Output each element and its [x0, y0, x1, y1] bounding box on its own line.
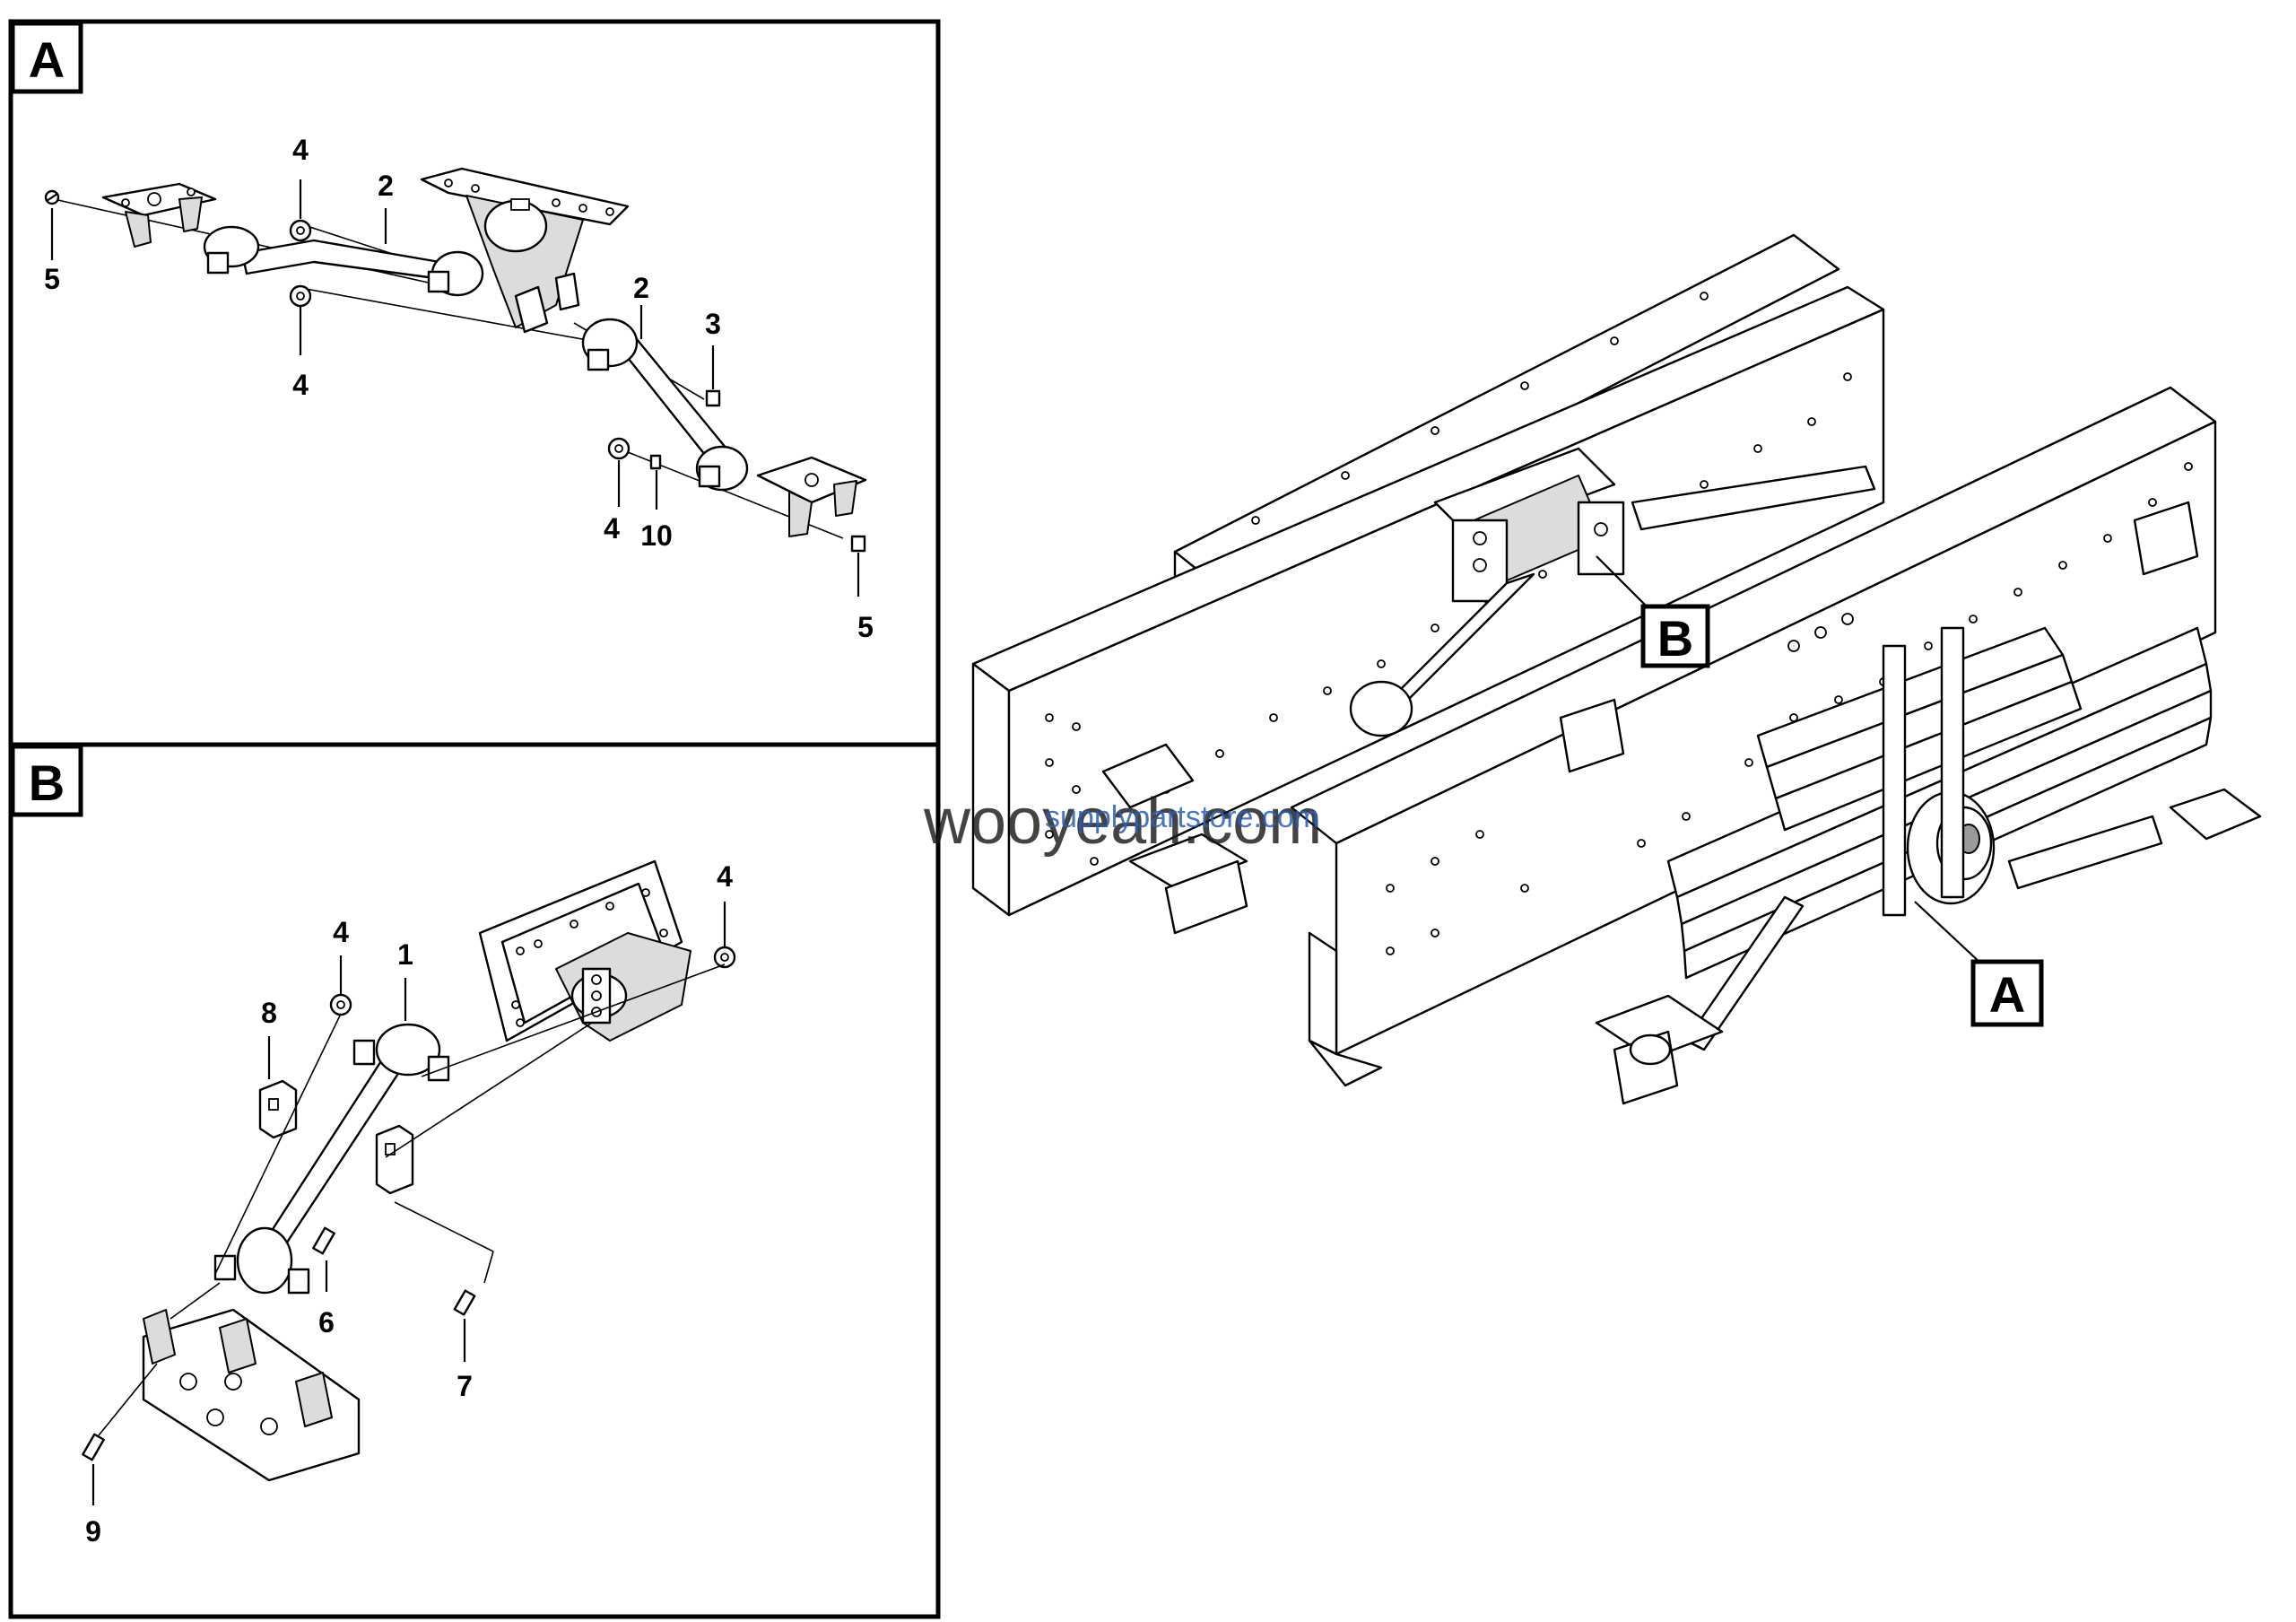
bracket-right [756, 456, 867, 537]
callout-b-4: 8 [261, 997, 277, 1029]
watermark: wooyeah.com supplypartstore.com [923, 786, 1322, 858]
view-callout-a: A [1914, 901, 2044, 1027]
axis-line [214, 1013, 342, 1275]
panel-b-frame [8, 742, 941, 1619]
clamp-8 [258, 1079, 298, 1139]
view-callout-a-box [1970, 959, 2044, 1027]
axle-hub [1882, 626, 1996, 917]
clamp-lower [375, 1124, 414, 1195]
panel-b-label-box [10, 744, 83, 817]
panel-a-label: A [29, 31, 65, 88]
bolt-b-6 [312, 1226, 335, 1255]
mounting-plate [478, 859, 691, 1042]
main-assembly-view: B A [971, 233, 2262, 1105]
view-callout-b-label: B [1657, 610, 1693, 667]
watermark-sub: supplypartstore.com [1045, 800, 1319, 834]
torque-rod-lower [581, 318, 749, 492]
callout-b-7: 9 [85, 1515, 101, 1548]
frame-rail-upper [971, 233, 1885, 917]
nut-b-left [329, 993, 352, 1016]
nut-a-low [607, 437, 631, 460]
callout-b-3: 1 [397, 938, 413, 971]
view-callout-b: B [1596, 555, 1710, 668]
leader-line [1596, 555, 1651, 611]
torque-rod-b [213, 1023, 450, 1295]
nut-a-top [289, 219, 312, 242]
callout-a-4: 4 [292, 369, 309, 401]
torque-rod-upper [203, 225, 484, 297]
callout-a-6: 3 [705, 308, 721, 340]
bolt-a-right [850, 535, 866, 553]
view-callout-a-label: A [1989, 966, 2025, 1023]
nut-a-mid [289, 284, 312, 308]
nut-b-right [713, 946, 736, 969]
panel-b: B [8, 742, 941, 1619]
callout-a-1: 4 [292, 134, 309, 166]
callout-a-8: 10 [640, 519, 673, 552]
bracket-left-main [1101, 501, 2199, 935]
panel-b-label: B [29, 754, 65, 811]
callout-a-5: 2 [633, 272, 649, 304]
callout-b-5: 6 [318, 1306, 335, 1339]
bolt-b-7 [453, 1289, 476, 1316]
panel-a: A [8, 19, 941, 747]
axis-line [98, 1363, 158, 1436]
panel-a-label-box [10, 21, 83, 94]
callout-a-2: 2 [378, 170, 394, 202]
callout-b-1: 4 [333, 916, 349, 948]
callout-a-9: 5 [857, 611, 874, 643]
axis-line [385, 1022, 593, 1158]
torque-rod-main [1595, 788, 2262, 1105]
cross-member-b [1349, 447, 1876, 737]
callout-a-7: 4 [604, 512, 620, 545]
callout-a-3: 5 [44, 263, 60, 295]
panel-a-frame [8, 19, 941, 747]
leader-line [1914, 901, 1983, 965]
bolt-a-left [44, 189, 60, 205]
view-callout-b-box [1640, 604, 1710, 668]
bolt-b-9 [82, 1433, 105, 1461]
bracket-base [142, 1308, 361, 1482]
axis-line [421, 964, 726, 1077]
callout-b-2: 4 [717, 860, 733, 893]
bracket-center [420, 167, 630, 334]
axis-line [483, 1251, 494, 1284]
bolt-a-3 [705, 389, 721, 407]
axis-line [394, 1201, 494, 1252]
axis-line [170, 1282, 221, 1320]
washer-a-10 [649, 454, 662, 470]
axis-line [295, 286, 593, 342]
watermark-main: wooyeah.com [923, 786, 1322, 858]
bracket-left [101, 182, 217, 248]
callout-b-6: 7 [457, 1370, 473, 1402]
